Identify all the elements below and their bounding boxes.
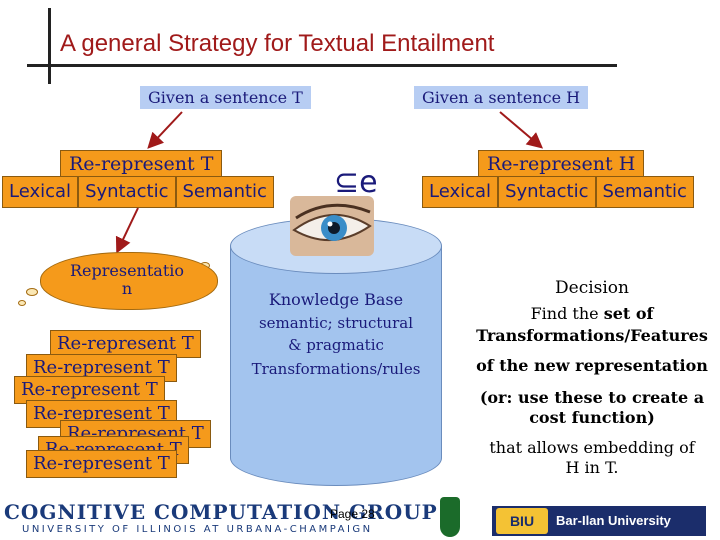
rep-h-syntactic: Syntactic xyxy=(499,177,597,207)
bar-ilan-name: Bar-Ilan University xyxy=(556,513,671,528)
cogcomp-logo-subtitle: UNIVERSITY OF ILLINOIS AT URBANA-CHAMPAI… xyxy=(22,524,373,535)
representation-cloud-text: Representatio n xyxy=(52,262,202,298)
rep-h-title: Re-represent H xyxy=(478,150,645,178)
arrow-given-t-to-rep-t xyxy=(147,111,183,149)
kb-line-2: & pragmatic xyxy=(288,336,384,354)
arrow-given-h-to-rep-h xyxy=(499,111,544,149)
representation-cloud xyxy=(40,252,218,310)
decision-title: Decision xyxy=(555,278,629,298)
given-sentence-t: Given a sentence T xyxy=(140,86,311,109)
arrow-rep-t-to-representation xyxy=(115,207,139,254)
stack-box-3: Re-represent T xyxy=(14,376,165,404)
embedding-subset-symbol: ⊆e xyxy=(334,165,378,200)
bar-ilan-logo-icon: BIU xyxy=(496,508,548,534)
knowledge-base-cylinder xyxy=(230,246,442,458)
decision-line-2: Transformations/Features xyxy=(476,326,708,345)
stack-box-1: Re-represent T xyxy=(50,330,201,358)
decision-line-1b: set of xyxy=(603,304,654,323)
decision-line-5: cost function) xyxy=(529,408,655,427)
rep-t-levels: Lexical Syntactic Semantic xyxy=(2,176,274,208)
decision-line-1a: Find the xyxy=(530,304,604,323)
kb-line-3: Transformations/rules xyxy=(251,360,421,378)
stack-box-7: Re-represent T xyxy=(26,450,177,478)
cogcomp-logo-title: COGNITIVE COMPUTATION GROUP xyxy=(4,500,438,524)
thought-bubble-small xyxy=(18,300,26,306)
cloud-line-1: Representatio xyxy=(69,261,184,280)
rep-t-lexical: Lexical xyxy=(3,177,80,207)
slide-title: A general Strategy for Textual Entailmen… xyxy=(60,30,495,57)
rep-t-semantic: Semantic xyxy=(182,181,267,202)
page-number: Page 28 xyxy=(330,507,375,521)
rep-t-syntactic: Syntactic xyxy=(79,177,177,207)
decision-line-6: that allows embedding of xyxy=(489,438,695,457)
decision-line-1: Find the set of xyxy=(474,304,710,323)
rep-h-semantic: Semantic xyxy=(602,181,687,202)
cloud-line-2: n xyxy=(121,279,133,298)
university-crest-icon xyxy=(440,497,460,537)
kb-line-1: semantic; structural xyxy=(258,314,413,332)
kb-title: Knowledge Base xyxy=(268,290,404,309)
decision-line-7: H in T. xyxy=(565,458,619,477)
rep-h-levels: Lexical Syntactic Semantic xyxy=(422,176,694,208)
title-vertical-rule xyxy=(48,8,51,84)
eye-icon xyxy=(290,196,374,256)
given-sentence-h: Given a sentence H xyxy=(414,86,589,109)
rep-h-lexical: Lexical xyxy=(423,177,500,207)
thought-bubble-medium xyxy=(26,288,38,296)
decision-line-3: of the new representation xyxy=(476,356,708,375)
rep-t-title: Re-represent T xyxy=(60,150,223,178)
title-horizontal-rule xyxy=(27,64,617,67)
decision-line-4: (or: use these to create a xyxy=(479,388,705,407)
